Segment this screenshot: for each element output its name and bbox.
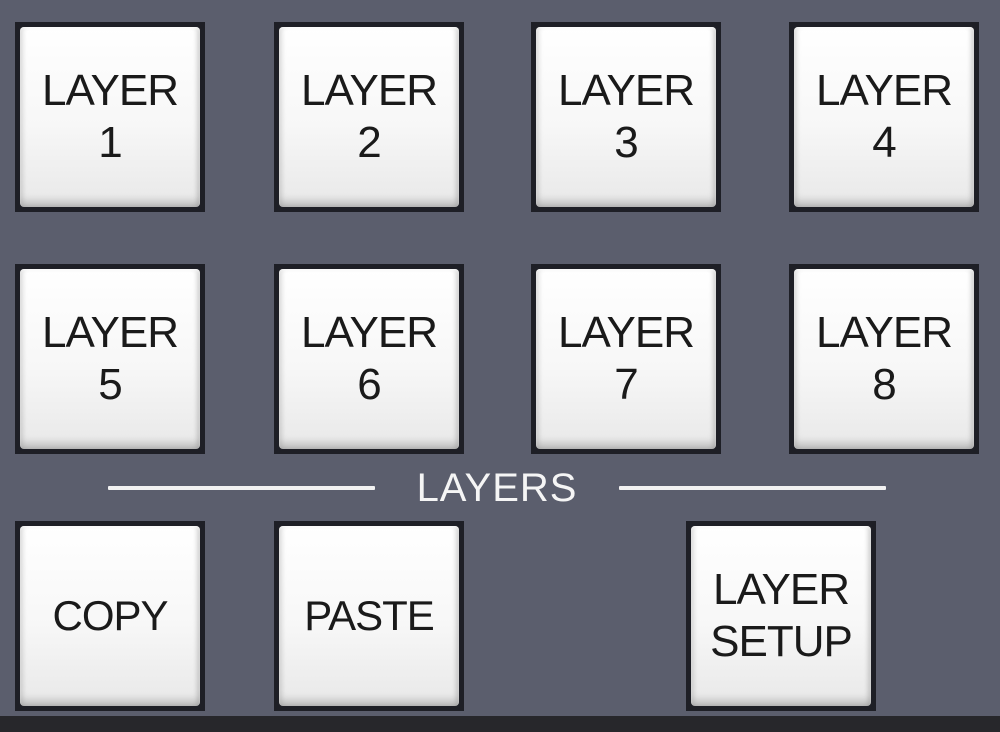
button-label-top: LAYER (557, 66, 695, 116)
paste-label: PASTE (304, 592, 435, 640)
layer-setup-button[interactable]: LAYER SETUP (691, 526, 871, 706)
button-label-top: LAYER (815, 308, 953, 358)
button-label-number: 3 (614, 118, 639, 167)
button-well: LAYER 3 (531, 22, 721, 212)
button-label-top: LAYER (41, 308, 179, 358)
button-label-top: LAYER (815, 66, 953, 116)
layer-4-button[interactable]: LAYER 4 (794, 27, 974, 207)
button-label-number: 7 (614, 360, 639, 409)
copy-button[interactable]: COPY (20, 526, 200, 706)
button-well: PASTE (274, 521, 464, 711)
paste-button[interactable]: PASTE (279, 526, 459, 706)
button-well: LAYER 7 (531, 264, 721, 454)
layer-3-button[interactable]: LAYER 3 (536, 27, 716, 207)
button-label-top: LAYER (300, 308, 438, 358)
bottom-edge (0, 716, 1000, 732)
layers-control-panel: LAYER 1 LAYER 2 LAYER 3 LAYER 4 LAYER 5 … (15, 22, 979, 711)
button-well: LAYER 4 (789, 22, 979, 212)
copy-label: COPY (52, 592, 168, 640)
divider-right (619, 486, 887, 490)
button-label-number: 4 (872, 118, 897, 167)
button-label-number: 2 (357, 118, 382, 167)
button-label-number: 6 (357, 360, 382, 409)
layer-5-button[interactable]: LAYER 5 (20, 269, 200, 449)
button-label-top: LAYER (712, 565, 850, 615)
button-well: LAYER 8 (789, 264, 979, 454)
button-label-top: LAYER (557, 308, 695, 358)
layer-2-button[interactable]: LAYER 2 (279, 27, 459, 207)
button-label-top: LAYER (300, 66, 438, 116)
button-well: LAYER 1 (15, 22, 205, 212)
layer-6-button[interactable]: LAYER 6 (279, 269, 459, 449)
divider-left (108, 486, 375, 490)
button-label-top: LAYER (41, 66, 179, 116)
button-label-number: 1 (98, 118, 123, 167)
button-well: LAYER 2 (274, 22, 464, 212)
button-well: LAYER 6 (274, 264, 464, 454)
button-well: COPY (15, 521, 205, 711)
layer-7-button[interactable]: LAYER 7 (536, 269, 716, 449)
button-label-bottom: SETUP (710, 617, 853, 666)
layers-section-label: LAYERS (108, 465, 887, 510)
layer-1-button[interactable]: LAYER 1 (20, 27, 200, 207)
button-label-number: 5 (98, 360, 123, 409)
button-label-number: 8 (872, 360, 897, 409)
button-well: LAYER 5 (15, 264, 205, 454)
layer-8-button[interactable]: LAYER 8 (794, 269, 974, 449)
section-title: LAYERS (416, 465, 578, 510)
button-well: LAYER SETUP (686, 521, 876, 711)
